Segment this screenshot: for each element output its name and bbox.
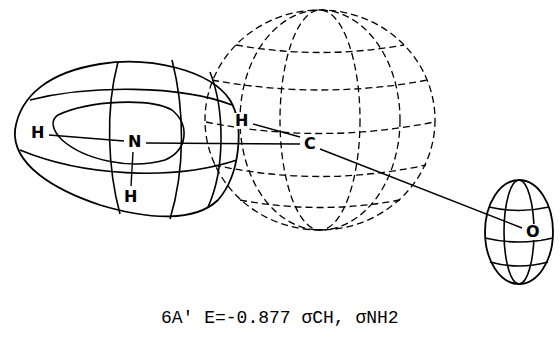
hydrogen-label: H — [123, 189, 138, 205]
nitrogen-label: N — [127, 134, 142, 150]
carbon-label: C — [303, 136, 317, 152]
oxygen-label: O — [525, 224, 541, 240]
orbital-caption: 6A' E=-0.877 σCH, σNH2 — [161, 309, 399, 327]
hydrogen-label: H — [30, 125, 45, 141]
hydrogen-label: H — [234, 113, 249, 129]
